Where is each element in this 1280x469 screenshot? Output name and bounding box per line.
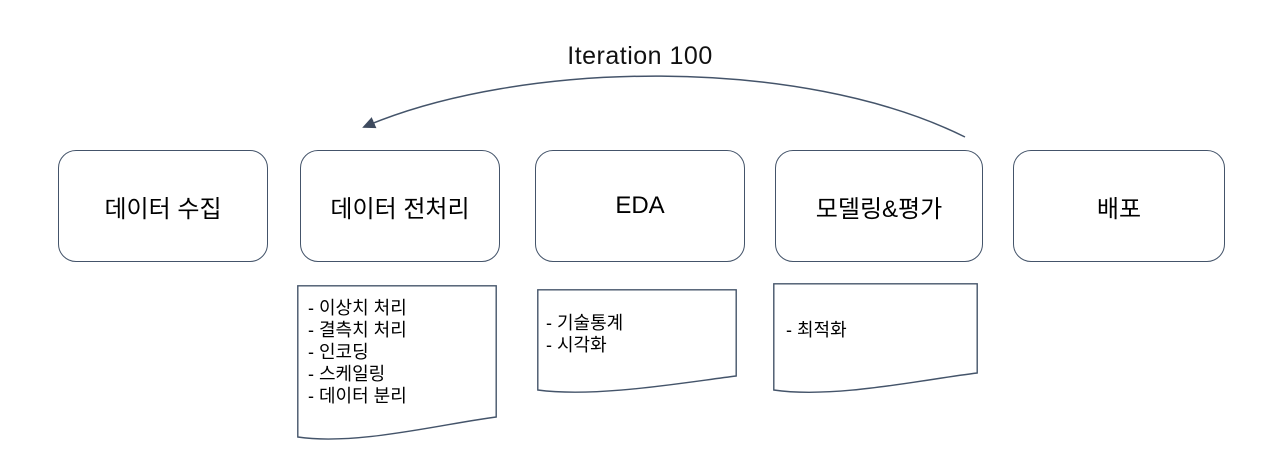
eda-notes: - 기술통계 - 시각화 xyxy=(546,312,623,356)
iteration-label: Iteration 100 xyxy=(567,42,713,70)
stage-label: EDA xyxy=(615,192,665,219)
stage-box-eda: EDA xyxy=(535,150,745,262)
stage-label: 데이터 수집 xyxy=(104,195,222,223)
note-line: - 스케일링 xyxy=(308,364,386,384)
note-line: - 인코딩 xyxy=(308,342,369,362)
stage-box-data-collection: 데이터 수집 xyxy=(58,150,268,262)
stage-label: 데이터 전처리 xyxy=(330,195,470,223)
stage-label: 배포 xyxy=(1096,195,1142,223)
note-line: - 결측치 처리 xyxy=(308,320,407,340)
preprocessing-notes: - 이상치 처리 - 결측치 처리 - 인코딩 - 스케일링 - 데이터 분리 xyxy=(308,297,407,407)
iteration-arc xyxy=(362,75,966,138)
modeling-notes: - 최적화 xyxy=(786,319,847,341)
document-shape-eda xyxy=(537,289,737,393)
note-line: - 최적화 xyxy=(786,320,847,340)
stage-box-modeling-evaluation: 모델링&평가 xyxy=(775,150,983,262)
note-line: - 이상치 처리 xyxy=(308,298,407,318)
note-line: - 기술통계 xyxy=(546,313,624,333)
stage-box-deployment: 배포 xyxy=(1013,150,1225,262)
document-shape-preprocessing xyxy=(297,285,497,440)
document-shape-modeling xyxy=(773,283,978,393)
stage-label: 모델링&평가 xyxy=(815,195,943,223)
note-line: - 시각화 xyxy=(546,335,607,355)
note-line: - 데이터 분리 xyxy=(308,386,407,406)
stage-box-preprocessing: 데이터 전처리 xyxy=(300,150,500,262)
